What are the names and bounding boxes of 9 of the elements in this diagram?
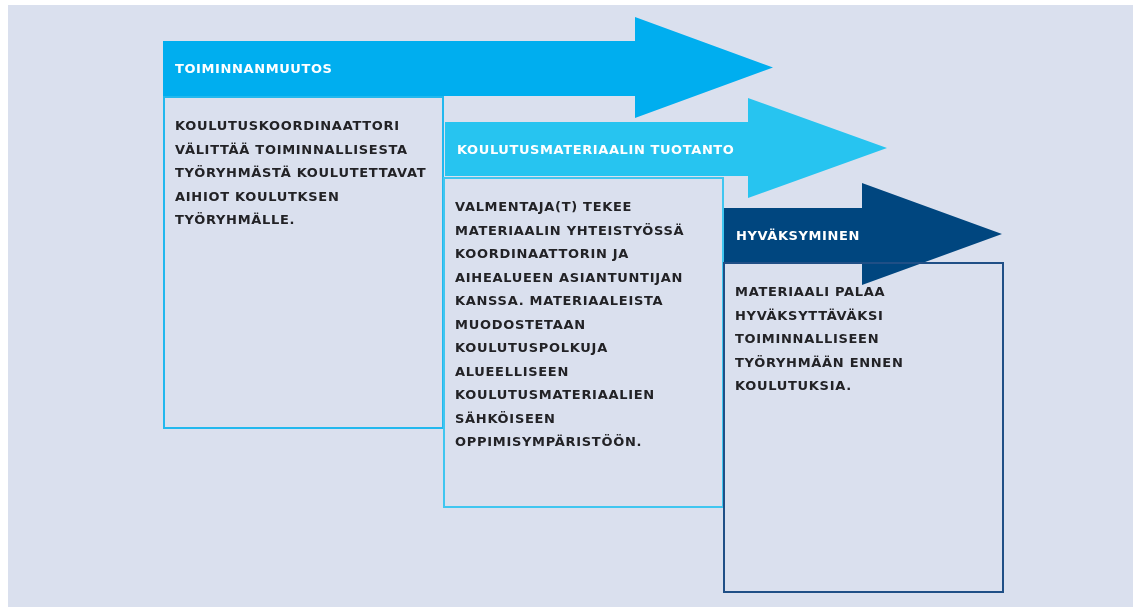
description-text: KOULUTUSKOORDINAATTORI VÄLITTÄÄ TOIMINNALLISESTA TYÖRYHMÄSTÄ KOULUTETTAVAT AIHIOT KOULUTKSEN TYÖRYHMÄLLE. xyxy=(175,117,428,229)
stage-heading: TOIMINNANMUUTOS xyxy=(175,60,333,78)
stage-heading: HYVÄKSYMINEN xyxy=(736,226,860,245)
stage-heading: KOULUTUSMATERIAALIN TUOTANTO xyxy=(457,140,735,159)
description-text: VALMENTAJA(T) TEKEE MATERIAALIN YHTEISTYÖSSÄ KOORDINAATTORIN JA AIHEALUEEN ASIANTUNTIJAN KANSSA. MATERIAALEISTA MUODOSTETAAN KOULUTUSPOLKUJA ALUEELLISEEN KOULUTUSMATERIAALIEN SÄHKÖISEEN OPPIMISYMPÄRISTÖÖN. xyxy=(455,198,686,451)
description-box xyxy=(723,262,1004,593)
description-text: MATERIAALI PALAA HYVÄKSYTTÄVÄKSI TOIMINNALLISEEN TYÖRYHMÄÄN ENNEN KOULUTUKSIA. xyxy=(735,283,905,395)
description-box xyxy=(163,96,444,429)
description-box xyxy=(443,177,724,508)
